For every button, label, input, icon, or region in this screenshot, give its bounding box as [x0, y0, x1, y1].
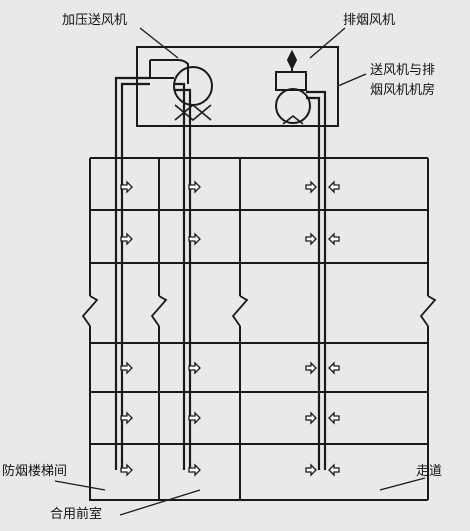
- pressurization-fan-label: 加压送风机: [62, 13, 128, 28]
- exhaust-air-arrows: [305, 180, 340, 477]
- leader-lines: [54, 27, 426, 516]
- floor-lines: [90, 209, 428, 445]
- fan-room: [136, 46, 339, 127]
- exhaust-fan-label: 排烟风机: [343, 13, 396, 28]
- smoke-proof-stair-label: 防烟楼梯间: [2, 464, 68, 479]
- building-outline: [89, 157, 429, 501]
- pressurization-ducts: [114, 76, 192, 470]
- fan-room-label-line1: 送风机与排: [370, 63, 436, 78]
- supply-air-arrows: [120, 180, 201, 477]
- break-symbols: [81, 295, 437, 327]
- exhaust-duct: [306, 90, 327, 470]
- fan-room-label-line2: 烟风机机房: [370, 83, 436, 98]
- corridor-label: 走道: [416, 464, 443, 479]
- room-dividers: [158, 158, 241, 500]
- exhaust-fan: [275, 49, 311, 125]
- combined-front-room-label: 合用前室: [50, 507, 103, 522]
